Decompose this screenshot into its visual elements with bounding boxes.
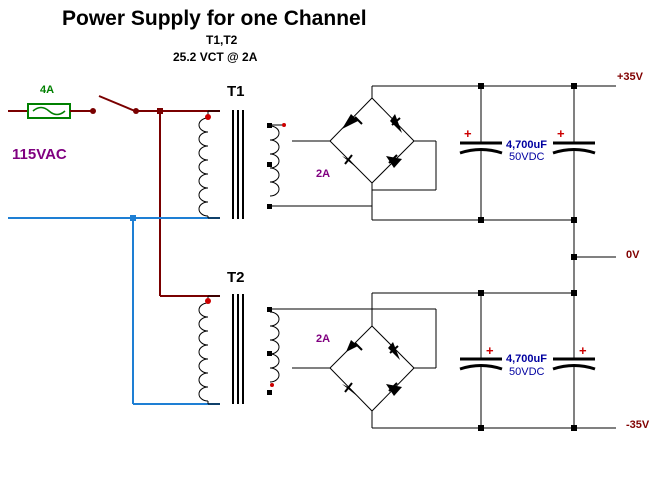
t1-label: T1 (227, 83, 245, 100)
cap-1-voltage: 50VDC (509, 151, 545, 163)
phase-dot-icon (205, 114, 211, 120)
cap-2-voltage: 50VDC (509, 366, 545, 378)
transformer-spec-line1: T1,T2 (206, 33, 238, 47)
rectifier-1-label: 2A (316, 168, 330, 180)
switch-contact-icon (90, 108, 96, 114)
t2-label: T2 (227, 269, 245, 286)
cap-2-value: 4,700uF (506, 353, 547, 365)
cap-2b-polarity: + (579, 343, 587, 358)
switch-icon (98, 95, 136, 112)
diagram-title: Power Supply for one Channel (62, 7, 367, 30)
rectifier-2-label: 2A (316, 333, 330, 345)
cap-1b-polarity: + (557, 126, 565, 141)
fuse-label: 4A (40, 84, 54, 96)
bridge-rectifier-2: 2A (316, 292, 616, 429)
output-rails: +35V 0V -35V (571, 71, 650, 431)
cap-1a-polarity: + (464, 126, 472, 141)
capacitor-bank-negative: + + 4,700uF 50VDC (459, 290, 596, 431)
phase-dot-icon (205, 298, 211, 304)
rail-negative-label: -35V (626, 419, 650, 431)
mains-label: 115VAC (12, 146, 67, 163)
capacitor-bank-positive: + + 4,700uF 50VDC (459, 83, 596, 223)
mains-input: 4A 115VAC (8, 84, 220, 405)
transformer-t2: T2 (198, 269, 372, 405)
cap-2a-polarity: + (486, 343, 494, 358)
rail-ground-label: 0V (626, 249, 640, 261)
bridge-rectifier-1: 2A (316, 85, 616, 221)
cap-1-value: 4,700uF (506, 139, 547, 151)
rail-positive-label: +35V (617, 71, 644, 83)
transformer-t1: T1 (198, 83, 372, 219)
transformer-spec-line2: 25.2 VCT @ 2A (173, 50, 258, 64)
